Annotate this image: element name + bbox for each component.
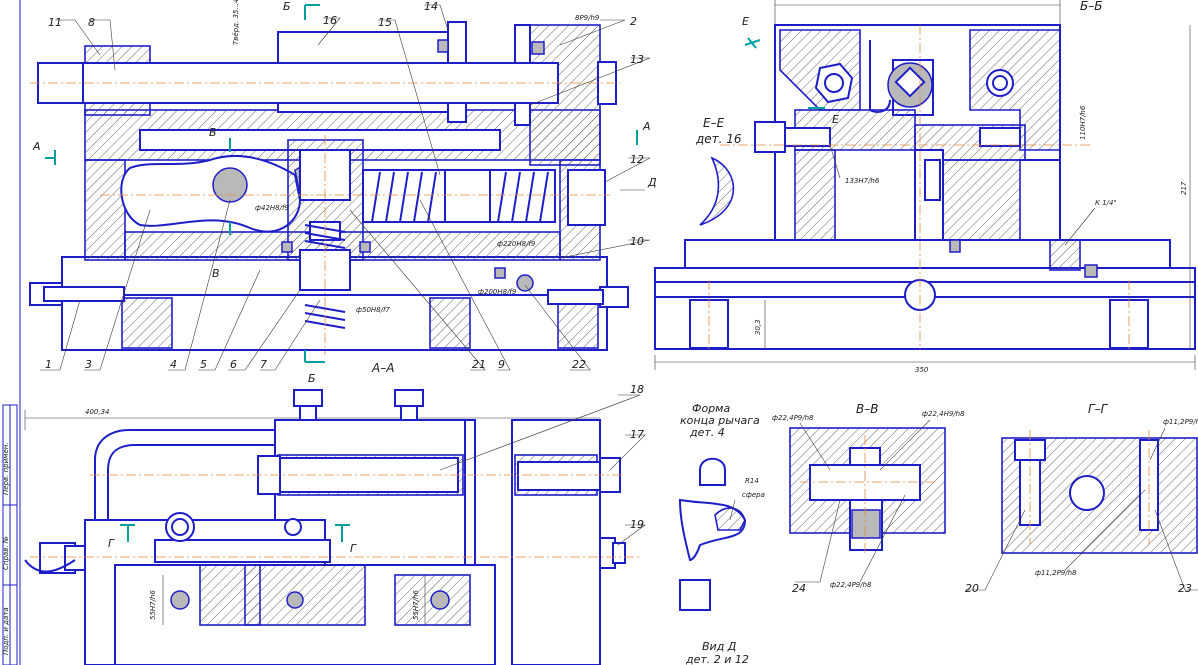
pos-22: 22 — [572, 358, 586, 371]
fit-112-b: ф11,2Р9/h8 — [1035, 569, 1077, 577]
pos-9: 9 — [498, 358, 505, 371]
spring-horizontal-left — [362, 169, 446, 223]
cut-letter-a-right: А — [642, 120, 651, 133]
r14-label: R14 — [745, 477, 759, 485]
fit-224-a: ф22,4Р9/h8 — [772, 414, 814, 422]
frame-field-2: Справ. № — [2, 536, 10, 570]
forma-line-1: Форма — [692, 402, 730, 415]
fit-224-b: ф22,4Н9/h8 — [922, 410, 965, 418]
pos-15: 15 — [378, 16, 392, 29]
vid-d-subtitle: дет. 2 и 12 — [685, 653, 749, 665]
cut-letter-v-top: В — [209, 126, 217, 139]
section-vv-title: В–В — [856, 402, 878, 416]
dim-217: 217 — [1180, 181, 1188, 195]
sfera-label: сфера — [742, 491, 765, 499]
pos-1: 1 — [45, 358, 52, 371]
hardness-note: Твёрд. 35...45 HRC — [232, 0, 240, 45]
pos-4: 4 — [170, 358, 177, 371]
pos-11: 11 — [48, 16, 62, 29]
dim-400: 400,34 — [85, 408, 110, 416]
section-vv-view: В–В ф22,4Р9/h8 ф22,4Н9/h8 ф22,4Р9/h8 24 — [772, 402, 965, 595]
dim-303: 30,3 — [754, 319, 762, 335]
fit-8: 8Р9/h9 — [575, 14, 600, 22]
cut-letter-b-top: Б — [283, 0, 291, 13]
pos-20: 20 — [965, 582, 979, 595]
pos-17: 17 — [630, 428, 644, 441]
pos-2: 2 — [630, 15, 637, 28]
section-bb-title: Б–Б — [1080, 0, 1102, 13]
sheet-frame: Перв. примен. Справ. № Подп. и дата — [2, 0, 21, 665]
pos-16: 16 — [323, 14, 337, 27]
frame-field-1: Перв. примен. — [2, 442, 10, 495]
forma-line-3: дет. 4 — [689, 426, 725, 439]
cut-letter-b-bottom: Б — [308, 372, 316, 385]
fit-133: 133Н7/h6 — [845, 177, 880, 185]
pos-10: 10 — [630, 235, 644, 248]
cut-letter-g-left: Г — [108, 537, 115, 550]
section-aa-title: А–А — [371, 361, 394, 375]
pos-23: 23 — [1178, 582, 1192, 595]
forma-line-2: конца рычага — [680, 414, 760, 427]
view-d-caption: Вид Д дет. 2 и 12 — [685, 640, 749, 665]
cut-letter-v-bottom: В — [212, 267, 220, 280]
cut-letter-a-left: А — [32, 140, 41, 153]
pos-19: 19 — [630, 518, 644, 531]
section-gg-view: Г–Г ф11,2Р9/h8 ф11,2Р9/h8 20 23 — [965, 402, 1198, 595]
pos-12: 12 — [630, 153, 644, 166]
dim-559-a: 55Н7/h6 — [149, 590, 157, 620]
section-gg-title: Г–Г — [1088, 402, 1109, 416]
frame-field-3: Подп. и дата — [2, 607, 10, 655]
pos-18: 18 — [630, 383, 644, 396]
cut-letter-e-top: Е — [742, 15, 749, 28]
fit-224-c: ф22,4Р9/h8 — [830, 581, 872, 589]
cut-letter-d: Д — [647, 176, 657, 189]
vid-d-title: Вид Д — [702, 640, 737, 653]
detail-forma: Форма конца рычага дет. 4 R14 сфера — [678, 402, 765, 611]
fit-112-a: ф11,2Р9/h8 — [1163, 418, 1198, 426]
detail-ee: Е–Е дет. 16 — [695, 116, 742, 226]
fit-110: 110Н7/h6 — [1079, 105, 1087, 140]
fit-200: ф200Н8/f9 — [478, 288, 517, 296]
fit-k: К 1/4" — [1095, 199, 1117, 207]
dim-559-b: 55Н7/h6 — [412, 590, 420, 620]
pos-6: 6 — [230, 358, 237, 371]
ee-title: Е–Е — [703, 116, 725, 130]
position-labels-front: 1 2 3 4 5 6 7 8 9 10 11 12 13 14 15 16 2… — [45, 0, 644, 371]
pos-5: 5 — [200, 358, 207, 371]
pos-24: 24 — [792, 582, 806, 595]
front-section-view: А А Б Б В В Д А–А Твёрд. 35...45 HRC 8Р9… — [29, 0, 657, 385]
pos-8: 8 — [88, 16, 95, 29]
fit-42: ф42Н8/f9 — [255, 204, 289, 212]
cut-letter-e-mid: Е — [832, 113, 839, 126]
spring-horizontal-right — [489, 169, 556, 223]
pos-3: 3 — [85, 358, 92, 371]
ee-subtitle: дет. 16 — [695, 132, 742, 146]
pos-7: 7 — [260, 358, 267, 371]
pos-21: 21 — [472, 358, 486, 371]
fit-50: ф50Н8/f7 — [356, 306, 390, 314]
section-bb-view: Б–Б — [654, 0, 1196, 374]
pos-14: 14 — [424, 0, 438, 13]
pos-13: 13 — [630, 53, 644, 66]
fit-220: ф220Н8/f9 — [497, 240, 536, 248]
cut-letter-g-right: Г — [350, 542, 357, 555]
plan-view: 400,34 55Н7/h6 — [24, 383, 646, 665]
dim-350: 350 — [915, 366, 929, 374]
